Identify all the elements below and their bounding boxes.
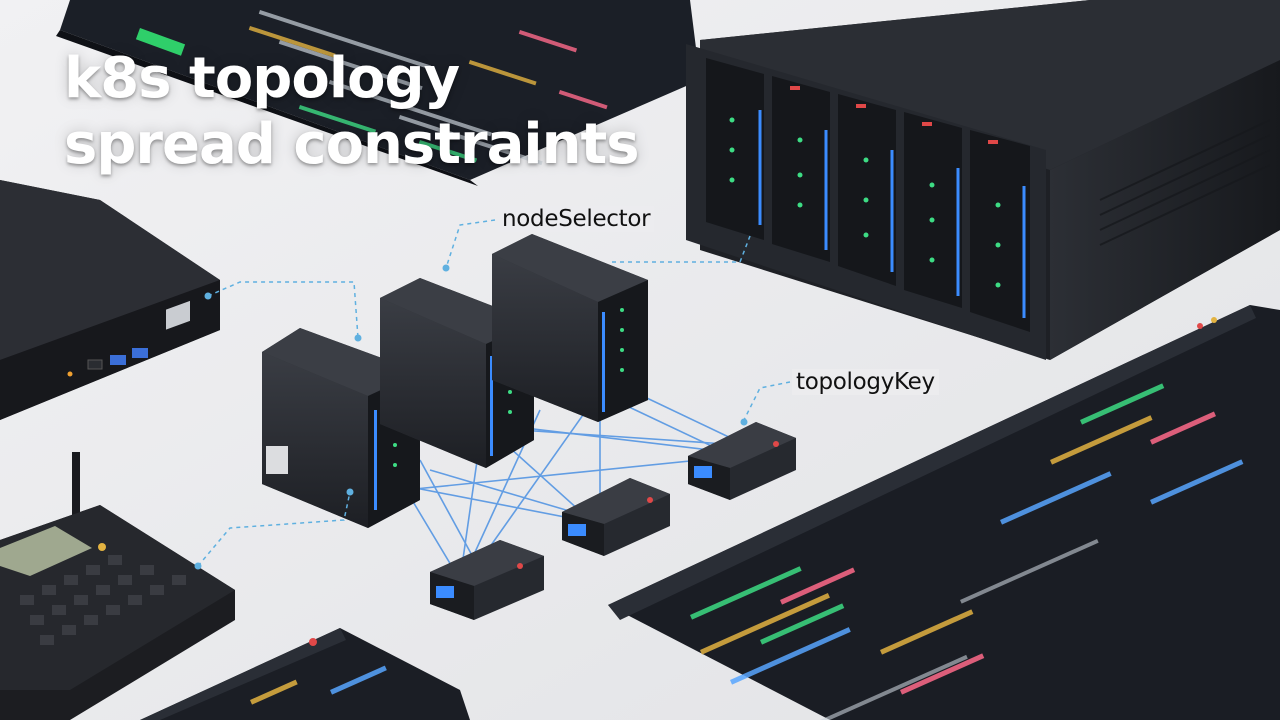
switch-node-1 [430, 540, 544, 620]
code-monitor-bottom-right [608, 305, 1280, 720]
rack-server-chassis [686, 0, 1280, 360]
network-appliance [0, 180, 220, 420]
callout-dots [194, 264, 748, 570]
callout-node-selector: nodeSelector [498, 206, 655, 232]
switch-node-3 [688, 422, 796, 500]
callout-lines [197, 219, 791, 567]
switch-node-2 [562, 478, 670, 556]
keyboard-device [0, 452, 235, 720]
tower-server-3 [492, 234, 648, 422]
code-monitor-top [56, 0, 700, 186]
page-title: k8s topology spread constraints [64, 46, 640, 177]
drive-bay-column [706, 58, 1030, 332]
code-monitor-bottom [140, 628, 470, 720]
callout-topology-key: topologyKey [792, 369, 939, 395]
